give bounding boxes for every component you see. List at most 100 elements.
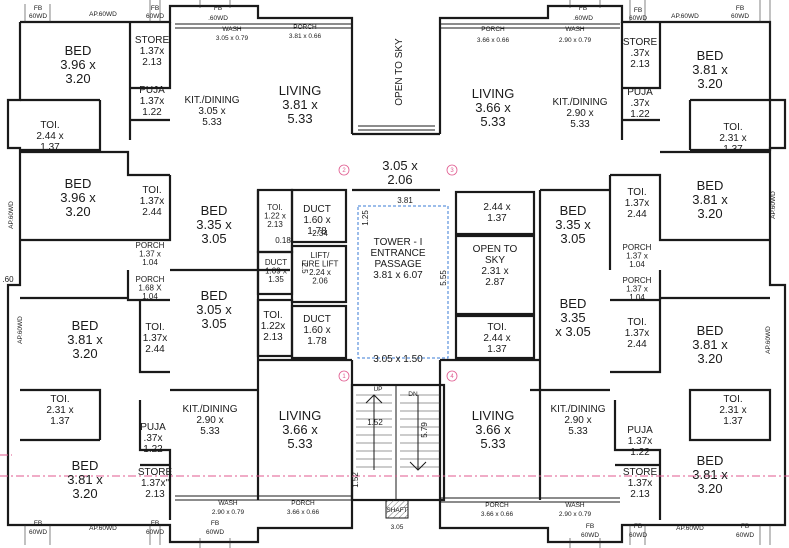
staircase (350, 383, 446, 519)
room-bl-puja-name: PUJA (140, 422, 166, 433)
label-dim-125: 1.25 (361, 210, 370, 226)
room-lift-name: LIFT/ (311, 251, 330, 260)
room-bl-bed2-dim2: 3.20 (72, 486, 97, 501)
room-br-toi2-name: TOI. (723, 394, 742, 405)
room-tl-toi1-dim2: 1.37 (40, 142, 60, 153)
label-ap-br: AP.60WD (676, 525, 704, 532)
room-tl-toi3-name: TOI. (267, 203, 282, 212)
room-br-kit-dim2: 5.33 (568, 426, 588, 437)
room-bl-puja-dim2: 1.22 (143, 444, 163, 455)
room-sky-dim2: 2.31 x (481, 266, 508, 277)
label-dim-152: 1.52 (367, 418, 383, 427)
label-fb-br1b: 60WD (581, 532, 599, 539)
room-duct2-name: DUCT (265, 258, 287, 267)
room-br-puja-name: PUJA (627, 425, 653, 436)
room-tl-store-name: STORE (135, 35, 170, 46)
room-tr-toi4-dim1: 2.44 x (483, 333, 510, 344)
room-br-toi2-dim2: 1.37 (723, 416, 743, 427)
label-fb-br3: FB (741, 523, 749, 530)
label-fb-tr3: FB (736, 5, 744, 12)
room-tr-puja-dim1: .37x (631, 98, 650, 109)
label-fb-tr1b: .60WD (573, 15, 593, 22)
room-bl-toi1-dim2: 2.44 (145, 344, 165, 355)
label-dim-152b: 1.52 (351, 472, 360, 488)
label-porch-br: PORCH (485, 502, 509, 509)
label-ap-r2: AP.60WD (765, 326, 772, 354)
label-fb-bl1b: 60WD (29, 529, 47, 536)
room-br-kit-name: KIT./DINING (550, 404, 605, 415)
room-tl-puja-name: PUJA (139, 85, 165, 96)
room-duct1-name: DUCT (303, 204, 331, 215)
label-wash-tr: WASH (565, 26, 585, 33)
room-tr-porch2-name: PORCH (623, 276, 652, 285)
label-wash-bl: WASH (218, 500, 238, 507)
room-tl-porch1-dim2: 1.04 (142, 258, 158, 267)
label-porch-bl: PORCH (291, 500, 315, 507)
room-tr-store-dim1: .37x (631, 48, 650, 59)
room-tr-porch2-dim1: 1.37 x (626, 285, 648, 294)
room-duct2-dim1: 1.09 x (265, 267, 287, 276)
label-porch-tr-d: 3.66 x 0.66 (477, 37, 510, 44)
room-tl-bed1-dim1: 3.96 x (60, 57, 96, 72)
room-br-bed2-dim1: 3.81 x (692, 467, 728, 482)
room-tr-toi3-dim1: 1.37 (487, 213, 507, 224)
label-open-sky: OPEN TO SKY (394, 38, 405, 106)
room-stairlobby-name: 3.05 x 1.50 (373, 354, 423, 365)
room-tl-porch1-name: PORCH (136, 241, 165, 250)
room-br-puja-dim2: 1.22 (630, 447, 650, 458)
room-tr-puja-dim2: 1.22 (630, 109, 650, 120)
room-entrance-dim2: PASSAGE (374, 259, 421, 270)
room-br-store-name: STORE (623, 467, 658, 478)
label-fb-tl2b: 60WD (146, 13, 164, 20)
room-tl-bed2-name: BED (65, 176, 92, 191)
room-tl-toi3-dim2: 2.13 (267, 220, 283, 229)
room-tl-living-dim2: 5.33 (287, 111, 312, 126)
label-stair-w: 3.05 (391, 524, 404, 531)
room-bl-kit-name: KIT./DINING (182, 404, 237, 415)
room-bl-store-name: STORE (138, 467, 173, 478)
room-br-bed2-name: BED (697, 453, 724, 468)
room-tr-toi2-dim2: 2.44 (627, 209, 647, 220)
label-fb-bl2b: 60WD (146, 529, 164, 536)
room-br-kit-dim1: 2.90 x (564, 415, 591, 426)
label-fb-bl3: FB (211, 520, 219, 527)
label-porch-br-d: 3.66 x 0.66 (481, 511, 514, 518)
room-tl-kit-dim2: 5.33 (202, 117, 222, 128)
room-br-living-dim2: 5.33 (480, 436, 505, 451)
room-tr-bed2-name: BED (697, 178, 724, 193)
label-dim-25: 2.5 (300, 262, 309, 274)
room-tl-living-name: LIVING (279, 83, 322, 98)
room-tr-store-name: STORE (623, 37, 658, 48)
room-bl-porch-dim1: 1.68 X (138, 284, 162, 293)
label-dim-234: 2.34 (312, 229, 328, 238)
room-tr-bed4-name: BED (560, 296, 587, 311)
room-tr-porch1-name: PORCH (623, 243, 652, 252)
room-br-store-dim1: 1.37x (628, 478, 652, 489)
label-fb-tr2: FB (634, 7, 642, 14)
room-entrance-dim3: 3.81 x 6.07 (373, 270, 423, 281)
room-bl-toi0-dim1: 1.22x (261, 321, 285, 332)
grid-markers: 1 2 3 4 (338, 164, 458, 382)
room-tl-bed2-dim2: 3.20 (65, 204, 90, 219)
room-bl-porch-name: PORCH (136, 275, 165, 284)
room-tl-toi1-dim1: 2.44 x (36, 131, 63, 142)
room-br-bed1-dim2: 3.20 (697, 351, 722, 366)
label-fb-br3b: 60WD (736, 532, 754, 539)
label-dim-555: 5.55 (439, 270, 448, 286)
room-tr-bed3-dim2: 3.05 (560, 231, 585, 246)
room-bl-living-dim1: 3.66 x (282, 422, 318, 437)
